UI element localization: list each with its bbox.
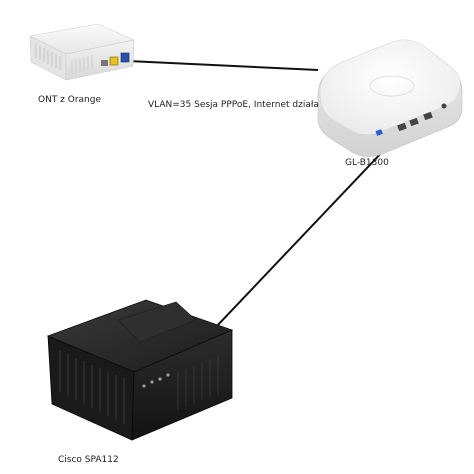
ata-label: Cisco SPA112 (58, 455, 119, 465)
router-label: GL-B1300 (345, 158, 389, 168)
ata-device-icon (46, 299, 234, 441)
ont-device-icon (29, 23, 135, 81)
ont-label: ONT z Orange (38, 95, 102, 105)
cable-ont-router (127, 60, 319, 71)
connection-label: VLAN=35 Sesja PPPoE, Internet działa (148, 100, 319, 110)
router-device-icon (317, 39, 463, 157)
